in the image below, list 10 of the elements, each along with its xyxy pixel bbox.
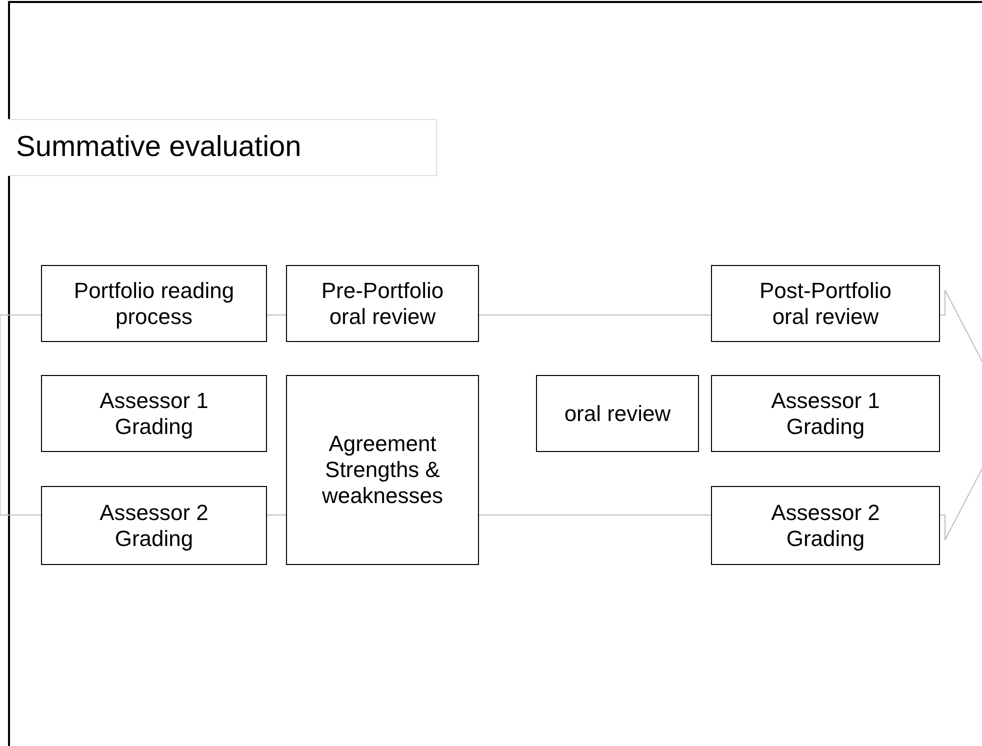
- process-box: Assessor 2 Grading: [41, 486, 267, 565]
- title: Summative evaluation: [8, 119, 437, 176]
- process-box: oral review: [536, 375, 699, 452]
- process-box: Pre-Portfolio oral review: [286, 265, 479, 342]
- process-box: Assessor 2 Grading: [711, 486, 940, 565]
- process-box: Portfolio reading process: [41, 265, 267, 342]
- process-box: Post-Portfolio oral review: [711, 265, 940, 342]
- process-box: Assessor 1 Grading: [41, 375, 267, 452]
- process-box: Agreement Strengths & weaknesses: [286, 375, 479, 565]
- process-box: Assessor 1 Grading: [711, 375, 940, 452]
